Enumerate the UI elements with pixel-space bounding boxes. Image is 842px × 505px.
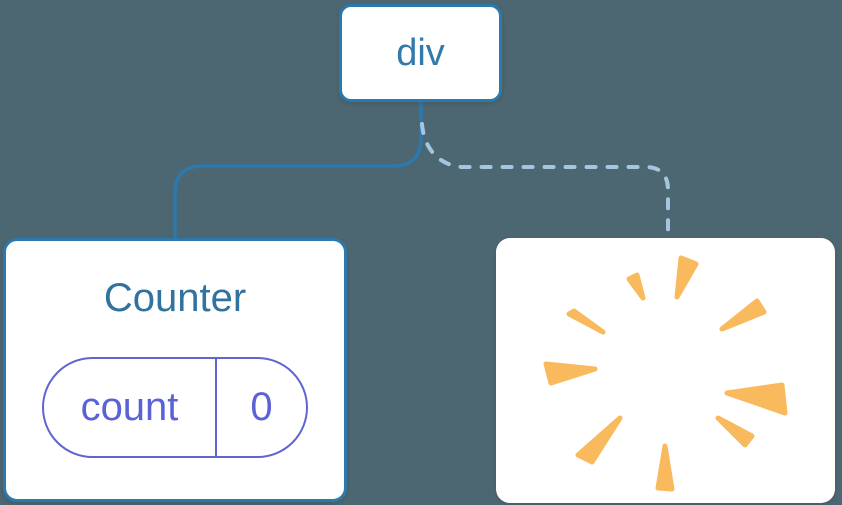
state-key-label: count bbox=[44, 359, 217, 456]
poof-ray bbox=[719, 298, 767, 332]
poof-ray bbox=[575, 415, 623, 465]
tree-node-div-label: div bbox=[396, 31, 445, 74]
tree-node-counter: Counter count 0 bbox=[3, 238, 347, 502]
poof-ray bbox=[715, 415, 755, 448]
state-value-label: 0 bbox=[250, 385, 273, 429]
counter-title: Counter bbox=[103, 276, 247, 320]
tree-node-removed bbox=[496, 238, 835, 503]
poof-ray bbox=[566, 308, 606, 335]
state-pill: count 0 bbox=[42, 357, 308, 458]
dashed-connector-line bbox=[420, 122, 670, 240]
poof-ray bbox=[674, 255, 699, 300]
tree-node-div: div bbox=[339, 4, 502, 102]
poof-starburst-icon bbox=[543, 255, 788, 492]
poof-ray bbox=[626, 272, 646, 301]
poof-ray bbox=[655, 443, 675, 492]
solid-connector-line bbox=[173, 100, 423, 242]
poof-ray bbox=[724, 382, 788, 416]
poof-ray bbox=[543, 361, 598, 386]
